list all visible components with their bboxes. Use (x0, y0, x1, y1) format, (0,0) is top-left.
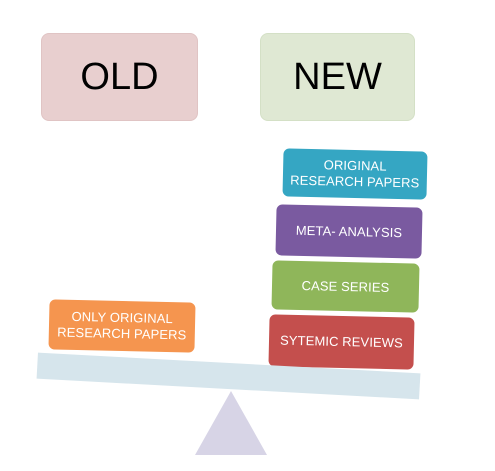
block-label: ORIGINAL RESEARCH PAPERS (290, 157, 420, 191)
block-only-original-research-papers: ONLY ORIGINAL RESEARCH PAPERS (48, 299, 196, 353)
block-label: ONLY ORIGINAL RESEARCH PAPERS (57, 308, 187, 343)
new-label-box: NEW (260, 33, 415, 121)
block-label: META- ANALYSIS (295, 222, 403, 240)
block-label: CASE SERIES (301, 277, 390, 295)
block-sytemic-reviews: SYTEMIC REVIEWS (268, 314, 415, 370)
block-meta-analysis: META- ANALYSIS (275, 204, 423, 259)
block-label: SYTEMIC REVIEWS (279, 332, 404, 351)
block-case-series: CASE SERIES (271, 260, 420, 313)
block-original-research-papers: ORIGINAL RESEARCH PAPERS (282, 148, 428, 200)
old-label-box: OLD (41, 33, 198, 121)
old-label: OLD (80, 55, 159, 98)
fulcrum-triangle (195, 391, 267, 455)
new-label: NEW (293, 55, 382, 98)
